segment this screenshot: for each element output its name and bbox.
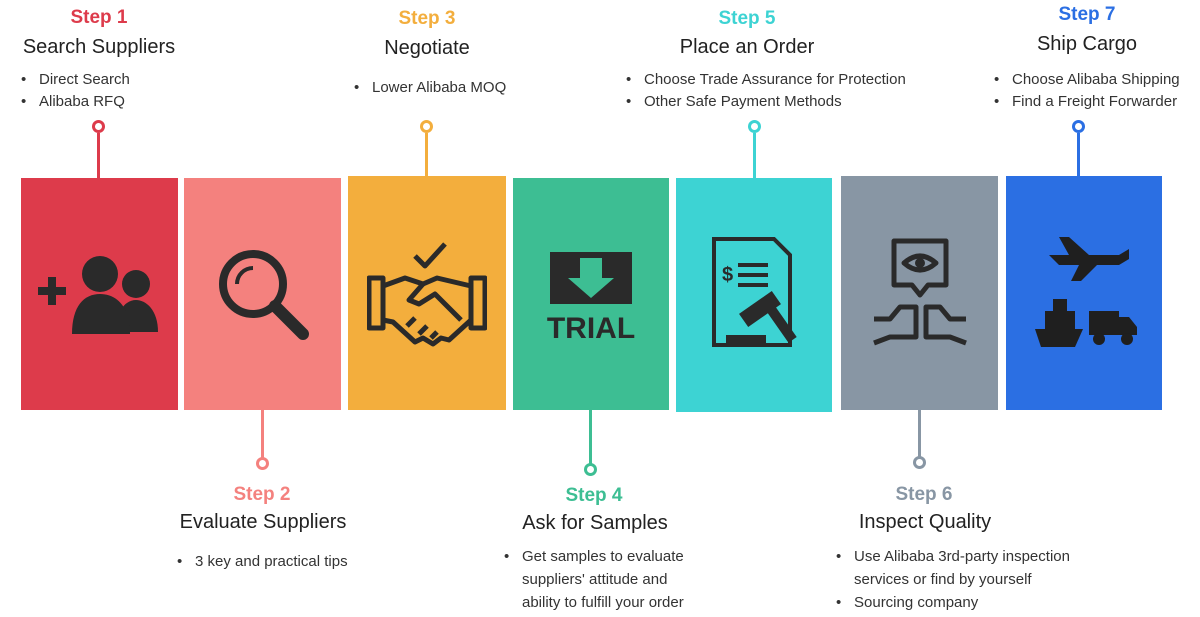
step-2-connector-dot bbox=[256, 457, 269, 470]
trial-icon: TRIAL bbox=[547, 252, 635, 344]
add-users-icon bbox=[37, 256, 158, 334]
step-5-connector-line bbox=[753, 133, 756, 178]
bullet: Lower Alibaba MOQ bbox=[354, 77, 506, 99]
step-2-label: Step 2 bbox=[233, 484, 291, 505]
step-2-block bbox=[184, 178, 341, 410]
step-6-label: Step 6 bbox=[895, 484, 953, 505]
bullet: Choose Trade Assurance for Protection bbox=[626, 69, 906, 91]
step-5-title: Place an Order bbox=[679, 36, 815, 58]
bullet: Find a Freight Forwarder bbox=[994, 91, 1180, 113]
bullet: 3 key and practical tips bbox=[177, 551, 348, 573]
bullet: Alibaba RFQ bbox=[21, 91, 130, 113]
step-4-connector-line bbox=[589, 410, 592, 464]
step-7-title: Ship Cargo bbox=[1036, 33, 1138, 55]
step-1-title: Search Suppliers bbox=[22, 36, 176, 58]
step-2-connector-line bbox=[261, 410, 264, 458]
bullet: Use Alibaba 3rd-party inspection service… bbox=[836, 545, 1116, 591]
step-6-bullets: Use Alibaba 3rd-party inspection service… bbox=[836, 545, 1116, 614]
step-4-connector-dot bbox=[584, 463, 597, 476]
step-3-block bbox=[348, 176, 506, 410]
bullet: Direct Search bbox=[21, 69, 130, 91]
inspection-icon bbox=[872, 238, 967, 346]
step-6-block bbox=[841, 176, 998, 410]
step-7-label: Step 7 bbox=[1058, 4, 1116, 25]
step-5-bullets: Choose Trade Assurance for ProtectionOth… bbox=[626, 69, 906, 113]
step-4-block: TRIAL bbox=[513, 178, 669, 410]
bullet: Choose Alibaba Shipping bbox=[994, 69, 1180, 91]
step-4-label: Step 4 bbox=[565, 485, 623, 506]
step-3-label: Step 3 bbox=[398, 8, 456, 29]
svg-text:$: $ bbox=[722, 264, 733, 286]
step-3-title: Negotiate bbox=[384, 37, 470, 59]
step-1-connector-dot bbox=[92, 120, 105, 133]
svg-text:TRIAL: TRIAL bbox=[547, 312, 635, 344]
step-2-title: Evaluate Suppliers bbox=[179, 511, 347, 533]
bullet: Other Safe Payment Methods bbox=[626, 91, 906, 113]
bullet: Sourcing company bbox=[836, 591, 1116, 614]
step-3-bullets: Lower Alibaba MOQ bbox=[354, 77, 506, 99]
step-5-block: $ bbox=[676, 178, 832, 412]
step-5-label: Step 5 bbox=[718, 8, 776, 29]
step-4-title: Ask for Samples bbox=[522, 512, 668, 534]
step-7-block bbox=[1006, 176, 1162, 410]
step-1-connector-line bbox=[97, 133, 100, 178]
step-6-title: Inspect Quality bbox=[858, 511, 992, 533]
step-5-connector-dot bbox=[748, 120, 761, 133]
shipping-icon bbox=[1035, 237, 1137, 347]
step-6-connector-line bbox=[918, 410, 921, 457]
step-1-bullets: Direct SearchAlibaba RFQ bbox=[21, 69, 130, 113]
step-7-connector-dot bbox=[1072, 120, 1085, 133]
step-1-label: Step 1 bbox=[70, 7, 128, 28]
step-1-block bbox=[21, 178, 178, 410]
step-3-connector-dot bbox=[420, 120, 433, 133]
step-2-bullets: 3 key and practical tips bbox=[177, 551, 348, 573]
contract-gavel-icon: $ bbox=[712, 237, 797, 347]
step-7-bullets: Choose Alibaba ShippingFind a Freight Fo… bbox=[994, 69, 1180, 113]
magnifier-icon bbox=[218, 250, 309, 340]
step-6-connector-dot bbox=[913, 456, 926, 469]
handshake-icon bbox=[367, 242, 487, 347]
step-3-connector-line bbox=[425, 133, 428, 176]
step-7-connector-line bbox=[1077, 133, 1080, 176]
